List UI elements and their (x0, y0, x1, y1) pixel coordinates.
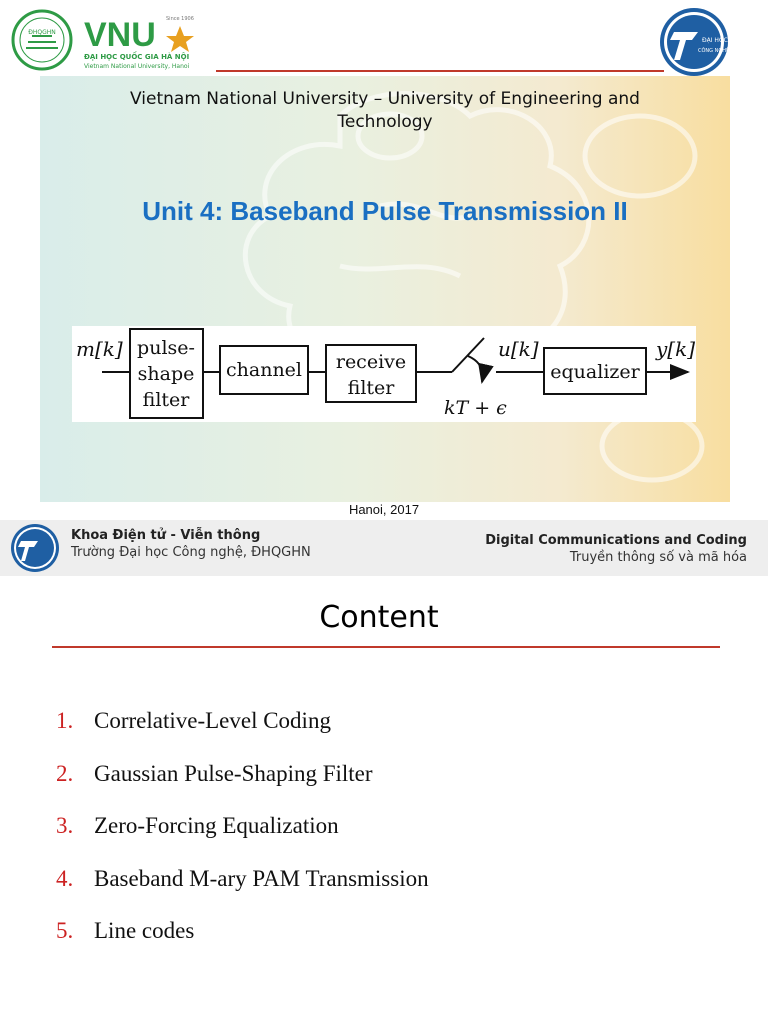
vnu-since: Since 1906 (166, 16, 194, 22)
sampling-time-label: kT + ϵ (444, 397, 507, 419)
list-item-label: Zero-Forcing Equalization (94, 813, 339, 838)
course-name: Digital Communications and Coding (485, 533, 747, 548)
uet-logo-small (11, 524, 59, 572)
list-item-label: Gaussian Pulse-Shaping Filter (94, 760, 373, 786)
vnu-badge-text: ĐHQGHN (28, 29, 56, 36)
faculty-name: Khoa Điện tử - Viễn thông (71, 528, 261, 543)
list-item-label: Correlative-Level Coding (94, 708, 331, 733)
slide-content: Khoa Điện tử - Viễn thông Trường Đại học… (0, 520, 768, 1024)
slide-title: ĐHQGHN VNU Since 1906 ĐẠI HỌC QUỐC GIA H… (11, 8, 730, 517)
vnu-line2: Vietnam National University, Hanoi (84, 63, 190, 70)
vnu-logo: ĐHQGHN VNU Since 1906 ĐẠI HỌC QUỐC GIA H… (11, 9, 194, 71)
vnu-brand: VNU (84, 16, 156, 54)
uet-logo: ĐẠI HỌC CÔNG NGHỆ (660, 8, 729, 76)
receive-filter-line2: filter (348, 377, 396, 399)
header-divider (216, 70, 664, 72)
list-item-number: 5. (56, 918, 74, 943)
course-name-vn: Truyền thông số và mã hóa (569, 550, 747, 565)
school-name: Trường Đại học Công nghệ, ĐHQGHN (71, 545, 311, 560)
output-label-yk: y[k] (655, 337, 695, 361)
channel-label: channel (226, 359, 302, 381)
mid-label-uk: u[k] (498, 337, 539, 361)
unit-title: Unit 4: Baseband Pulse Transmission II (142, 196, 628, 226)
location-date: Hanoi, 2017 (348, 502, 420, 517)
title-divider (52, 646, 720, 648)
list-item: 5. Line codes (56, 918, 429, 971)
uet-logo-top: ĐẠI HỌC (702, 37, 728, 44)
input-label-mk: m[k] (76, 337, 123, 361)
pulse-shape-line2: shape (138, 363, 195, 385)
hero-panel: Vietnam National University – University… (40, 76, 730, 502)
university-name-line1: Vietnam National University – University… (130, 89, 640, 109)
list-item: 1. Correlative-Level Coding (56, 708, 429, 761)
content-title: Content (319, 600, 439, 635)
list-item-label: Line codes (94, 918, 195, 943)
list-item: 4. Baseband M-ary PAM Transmission (56, 866, 429, 919)
list-item-number: 1. (56, 708, 74, 733)
sampler-switch-icon (451, 337, 485, 373)
pulse-shape-line1: pulse- (137, 337, 195, 359)
list-item-number: 2. (56, 760, 74, 786)
brain-doodle-background (242, 91, 705, 483)
list-item-number: 3. (56, 813, 74, 838)
pulse-shape-filter-block (129, 328, 204, 419)
receive-filter-line1: receive (336, 351, 406, 373)
receive-filter-block (325, 344, 417, 403)
slide-header: Khoa Điện tử - Viễn thông Trường Đại học… (0, 520, 768, 576)
list-item: 3. Zero-Forcing Equalization (56, 813, 429, 866)
pulse-shape-line3: filter (143, 389, 191, 411)
uet-logo-bottom: CÔNG NGHỆ (698, 46, 729, 54)
star-icon (166, 26, 194, 52)
equalizer-label: equalizer (550, 361, 640, 383)
list-item-number: 4. (56, 865, 74, 891)
vnu-line1: ĐẠI HỌC QUỐC GIA HÀ NỘI (84, 51, 189, 61)
sampler-arrow-icon (467, 355, 494, 384)
university-name: Vietnam National University – University… (40, 88, 730, 134)
university-name-line2: Technology (337, 112, 433, 132)
channel-block (219, 345, 309, 395)
block-diagram: m[k] pulse- shape filter channel receive… (72, 326, 696, 422)
list-item-label: Baseband M-ary PAM Transmission (94, 865, 429, 891)
list-item: 2. Gaussian Pulse-Shaping Filter (56, 761, 429, 814)
content-list: 1. Correlative-Level Coding 2. Gaussian Pu… (56, 708, 429, 971)
